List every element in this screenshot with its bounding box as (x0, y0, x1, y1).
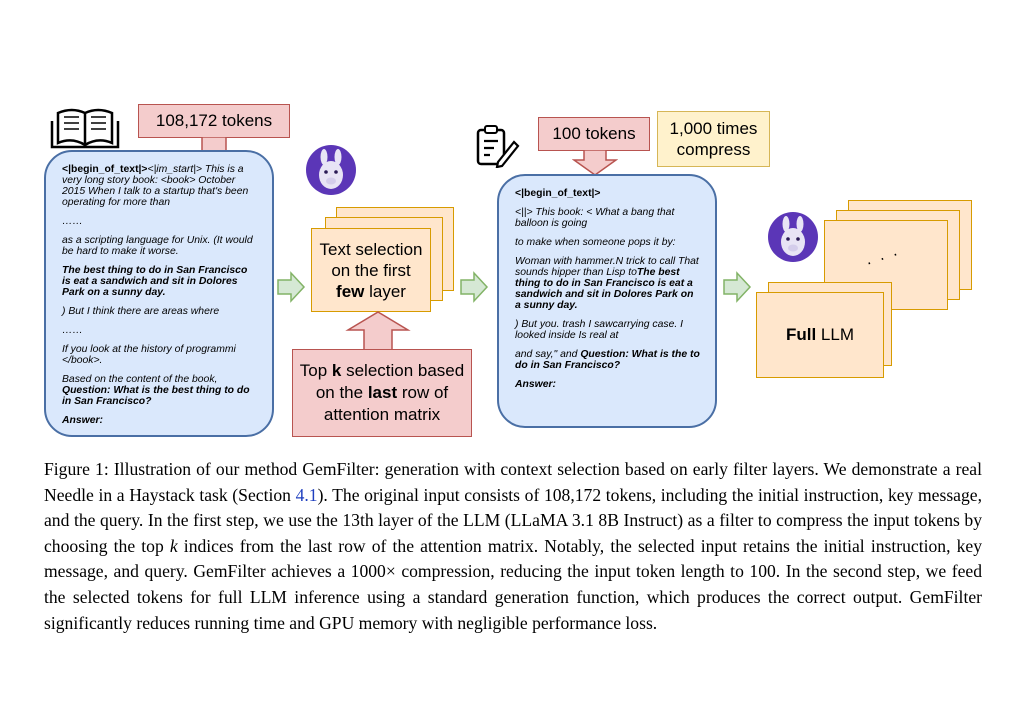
topk-k: k (331, 361, 342, 380)
topk-line2-post: row of (397, 383, 449, 402)
ellipsis-1: …… (62, 216, 83, 227)
caption-part-3: indices from the last row of the attenti… (44, 535, 982, 633)
flow-arrow-2 (460, 271, 489, 303)
topk-pre: Top (299, 361, 332, 380)
few-bold: few (336, 281, 365, 301)
compress-line2: compress (676, 140, 751, 159)
selected-tokens-label: 100 tokens (552, 124, 636, 143)
input-answer: Answer: (62, 415, 103, 426)
flow-arrow-1 (277, 271, 306, 303)
text-selection-line2: on the first (331, 260, 411, 280)
input-line-history: If you look at the history of programmi … (62, 344, 236, 366)
figure-caption: Figure 1: Illustration of our method Gem… (44, 457, 982, 636)
flow-arrow-3 (723, 271, 752, 303)
selected-line-1: <||> This book: < What a bang that ballo… (515, 207, 675, 229)
topk-selection-callout: Top k selection based on the last row of… (292, 349, 472, 437)
selected-line-3: Woman with hammer.N trick to call That s… (515, 256, 701, 311)
compress-callout: 1,000 times compress (657, 111, 770, 167)
compress-line1: 1,000 times (669, 119, 758, 138)
llama-avatar-icon (306, 145, 356, 195)
llama-avatar-icon-2 (768, 212, 818, 262)
section-reference-link[interactable]: 4.1 (295, 484, 318, 505)
input-tokens-callout: 108,172 tokens (138, 104, 290, 138)
needle-key-message: The best thing to do in San Francisco is… (62, 265, 248, 298)
selected-line-4: ) But you. trash I sawcarrying case. I l… (515, 319, 684, 341)
input-line-areas: ) But I think there are areas where (62, 306, 220, 317)
selected-text-panel: <|begin_of_text|> <||> This book: < What… (497, 174, 717, 428)
book-icon (50, 108, 120, 149)
full-bold: Full (785, 325, 817, 344)
topk-last: last (367, 383, 398, 402)
topk-selection-label: Top k selection based on the last row of… (300, 360, 464, 426)
compress-label: 1,000 times compress (670, 118, 758, 160)
clipboard-edit-icon (476, 125, 520, 168)
caption-part-1: Figure 1: Illustration of our method Gem… (44, 459, 982, 505)
input-line-1: <|im_start|> This is a very long story b… (62, 164, 249, 208)
text-selection-label: Text selection on the first few layer (320, 239, 423, 302)
callout-up-arrow (345, 311, 411, 350)
filter-layer-page-1: Text selection on the first few layer (311, 228, 431, 312)
selected-needle-key: The best thing to do in San Francisco is… (515, 267, 694, 311)
caption-part-2: ). The original input consists of 108,17… (44, 484, 982, 556)
selected-line-5: and say," and Question: What is the to d… (515, 349, 701, 371)
selected-answer: Answer: (515, 379, 556, 390)
topk-line3: attention matrix (323, 405, 441, 424)
selected-line-2: to make when someone pops it by: (515, 237, 676, 248)
selected-line-5-pre: and say," and (515, 349, 581, 360)
text-selection-line1: Text selection (319, 239, 423, 259)
text-selection-line3: layer (364, 281, 406, 301)
topk-mid: selection based (341, 361, 465, 380)
input-tokens-label: 108,172 tokens (155, 111, 273, 130)
input-text-panel: <|begin_of_text|><|im_start|> This is a … (44, 150, 274, 437)
input-question-block: Based on the content of the book,Questio… (62, 374, 258, 407)
book-context-line: Based on the content of the book, (62, 374, 218, 385)
input-line-begin: <|begin_of_text|><|im_start|> This is a … (62, 164, 258, 208)
selected-line-3-pre: Woman with hammer.N trick to call That s… (515, 256, 699, 278)
caption-k: k (169, 535, 178, 556)
input-question: Question: What is the best thing to do i… (62, 385, 250, 407)
llm-layer-page-1: Full LLM (756, 292, 884, 378)
input-line-unix: as a scripting language for Unix. (It wo… (62, 235, 253, 257)
callout-down-arrow-2 (572, 150, 618, 176)
selected-tokens-callout: 100 tokens (538, 117, 650, 151)
ellipsis-2: …… (62, 325, 83, 336)
full-llm-label: Full LLM (786, 325, 854, 345)
selected-begin-token: <|begin_of_text|> (515, 188, 601, 199)
begin-token: <|begin_of_text|> (62, 164, 148, 175)
llm-text: LLM (816, 325, 854, 344)
selected-question: Question: What is the to do in San Franc… (515, 349, 700, 371)
topk-line2-pre: on the (315, 383, 368, 402)
